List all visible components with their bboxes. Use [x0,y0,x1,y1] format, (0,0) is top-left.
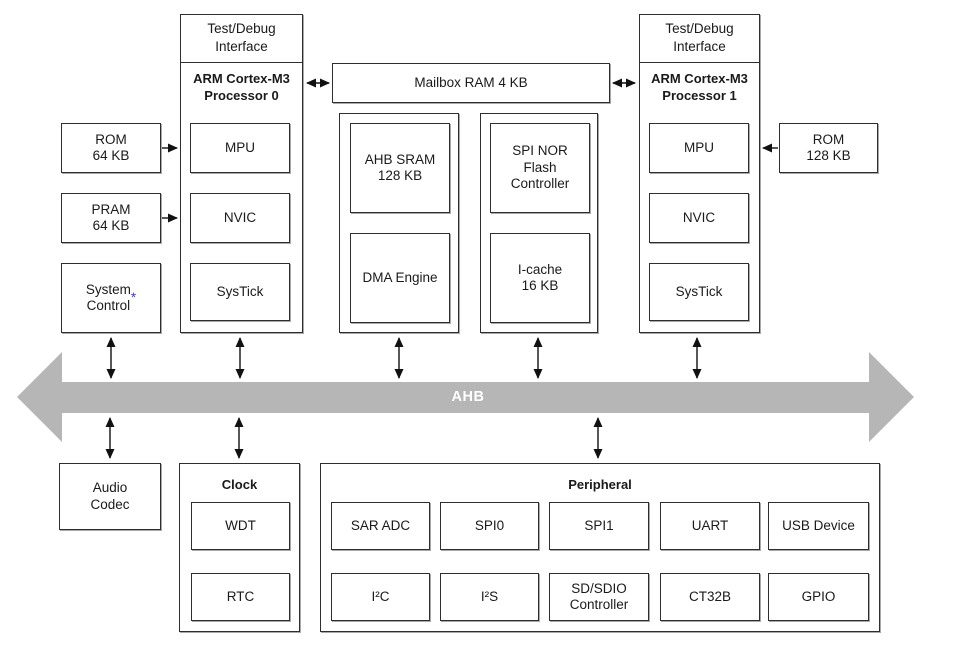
processor0-divider [180,62,303,63]
spi1-box: SPI1 [549,502,649,550]
processor1-mpu-box: MPU [649,123,749,173]
system-control-box: System Control* [61,263,161,333]
rtc-box: RTC [191,573,290,621]
ahb-sram-box: AHB SRAM 128 KB [350,123,450,213]
clock-title: Clock [221,477,258,492]
sd-sdio-controller-box: SD/SDIO Controller [549,573,649,621]
ahb-bus-right-arrowhead [869,352,914,442]
peripheral-title: Peripheral [568,477,632,492]
icache-16kb-box: I-cache 16 KB [490,233,590,323]
ahb-bus-label: AHB [451,389,485,405]
ct32b-box: CT32B [660,573,760,621]
processor1-nvic-box: NVIC [649,193,749,243]
processor1-debug-interface-label: Test/Debug Interface [665,21,734,54]
processor0-systick-box: SysTick [190,263,290,321]
uart-box: UART [660,502,760,550]
spi0-box: SPI0 [440,502,539,550]
processor0-debug-interface-label: Test/Debug Interface [207,21,276,54]
pram-64kb-box: PRAM 64 KB [61,193,161,243]
rom-64kb-box: ROM 64 KB [61,123,161,173]
dma-engine-box: DMA Engine [350,233,450,323]
audio-codec-box: Audio Codec [59,463,161,530]
i2c-box: I²C [331,573,430,621]
wdt-box: WDT [191,502,290,550]
processor0-mpu-box: MPU [190,123,290,173]
sar-adc-box: SAR ADC [331,502,430,550]
i2s-box: I²S [440,573,539,621]
processor1-title: ARM Cortex-M3 Processor 1 [651,71,748,103]
spi-nor-flash-controller-box: SPI NOR Flash Controller [490,123,590,213]
gpio-box: GPIO [768,573,869,621]
ahb-bus [61,382,870,413]
ahb-bus-left-arrowhead [17,352,62,442]
rom-128kb-box: ROM 128 KB [779,123,878,173]
processor0-nvic-box: NVIC [190,193,290,243]
usb-device-box: USB Device [768,502,869,550]
processor1-divider [639,62,760,63]
mailbox-ram-box: Mailbox RAM 4 KB [332,63,610,103]
processor0-title: ARM Cortex-M3 Processor 0 [193,71,290,103]
system-control-label: System Control [85,281,131,313]
processor1-systick-box: SysTick [649,263,749,321]
system-control-asterisk: * [130,289,137,305]
